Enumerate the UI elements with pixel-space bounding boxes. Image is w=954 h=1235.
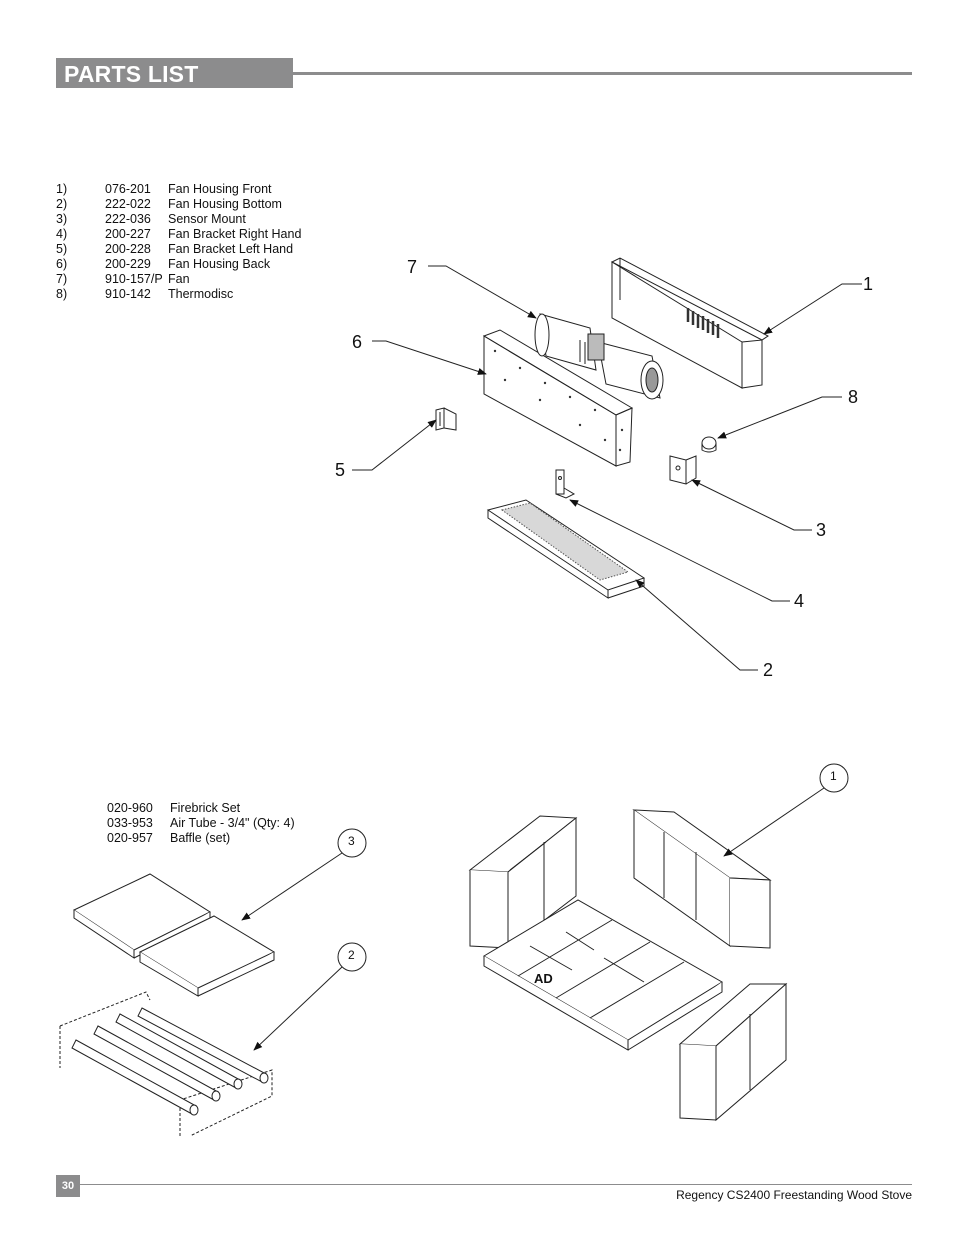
item-number: 3)	[56, 212, 68, 226]
part-number: 910-157/P	[105, 272, 163, 286]
item-number: 1)	[56, 182, 68, 196]
firebox-callout-1: 1	[830, 769, 837, 783]
part-number: 200-229	[105, 257, 151, 271]
section-header: PARTS LIST	[56, 58, 293, 88]
part-description: Sensor Mount	[168, 212, 246, 226]
baffle-part	[72, 873, 276, 997]
header-rule	[293, 72, 912, 75]
callout-1: 1	[863, 274, 874, 294]
part-number: 222-036	[105, 212, 151, 226]
sensor-mount-part	[669, 455, 697, 485]
item-number: 4)	[56, 227, 68, 241]
fan-housing-bottom-part	[486, 499, 646, 599]
callout-5: 5	[335, 460, 346, 480]
item-number: 7)	[56, 272, 68, 286]
item-number: 2)	[56, 197, 68, 211]
part-description: Fan	[168, 272, 190, 286]
part-number: 222-022	[105, 197, 151, 211]
footer-product-name: Regency CS2400 Freestanding Wood Stove	[676, 1188, 912, 1202]
firebox-callout-2: 2	[348, 948, 355, 962]
item-number: 6)	[56, 257, 68, 271]
brick-label: AD	[534, 971, 553, 986]
part-description: Fan Housing Back	[168, 257, 271, 271]
callout-3: 3	[816, 520, 827, 540]
callout-4: 4	[794, 591, 805, 611]
air-tubes-part	[59, 991, 273, 1137]
callout-8: 8	[848, 387, 859, 407]
part-number: 910-142	[105, 287, 151, 301]
page-number: 30	[56, 1175, 80, 1197]
item-number: 5)	[56, 242, 68, 256]
fan-bracket-right-part	[555, 469, 576, 499]
part-description: Air Tube - 3/4" (Qty: 4)	[170, 816, 295, 830]
part-number: 020-957	[107, 831, 153, 845]
firebox-leaders	[241, 763, 849, 1051]
page-title: PARTS LIST	[64, 61, 199, 87]
callout-2: 2	[763, 660, 774, 680]
part-description: Fan Bracket Right Hand	[168, 227, 302, 241]
part-description: Fan Bracket Left Hand	[168, 242, 294, 256]
firebrick-set-part	[468, 809, 788, 1122]
thermodisc-part	[701, 436, 717, 453]
footer-rule	[78, 1184, 912, 1185]
callout-6: 6	[352, 332, 363, 352]
part-description: Fan Housing Front	[168, 182, 272, 196]
part-description: Firebrick Set	[170, 801, 241, 815]
leader-lines	[352, 265, 862, 671]
firebox-callout-3: 3	[348, 834, 355, 848]
item-number: 8)	[56, 287, 68, 301]
part-number: 200-228	[105, 242, 151, 256]
part-number: 020-960	[107, 801, 153, 815]
part-number: 033-953	[107, 816, 153, 830]
part-description: Thermodisc	[168, 287, 234, 301]
part-description: Baffle (set)	[170, 831, 231, 845]
part-description: Fan Housing Bottom	[168, 197, 282, 211]
callout-7: 7	[407, 257, 418, 277]
part-number: 200-227	[105, 227, 151, 241]
part-number: 076-201	[105, 182, 151, 196]
fan-blower-part	[534, 313, 664, 400]
fan-housing-front-part	[610, 257, 769, 389]
